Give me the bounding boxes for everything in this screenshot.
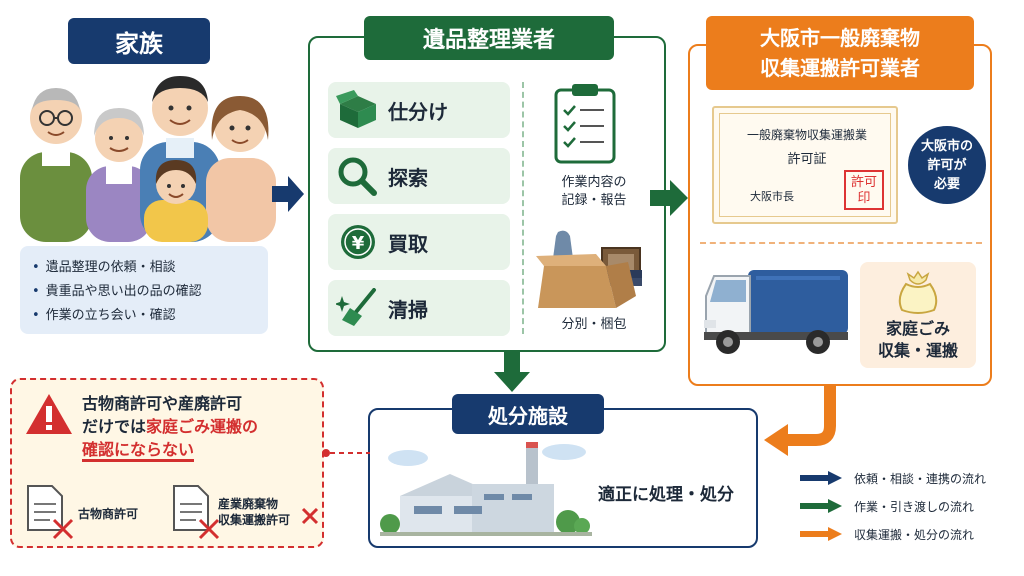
industrial-waste-license-line: 収集運搬許可 <box>218 513 291 527</box>
badge-line: 必要 <box>933 177 960 192</box>
warning-line: だけでは家庭ごみ運搬の <box>82 415 318 438</box>
industrial-waste-license-document-icon <box>173 485 220 540</box>
stamp-line: 印 <box>857 191 871 206</box>
svg-text:¥: ¥ <box>352 233 365 254</box>
household-waste-card: 家庭ごみ 収集・運搬 <box>860 262 976 368</box>
collector-divider <box>700 242 982 244</box>
warning-triangle-icon <box>26 394 72 434</box>
box-icon <box>336 90 376 128</box>
dealer-to-disposal-arrow <box>494 350 530 392</box>
legend-label: 作業・引き渡しの流れ <box>854 499 975 514</box>
task-label: 清掃 <box>388 297 428 322</box>
legend-item-work: 作業・引き渡しの流れ <box>800 496 1020 516</box>
cross-mark-icon <box>301 507 319 525</box>
warning-line: 古物商許可や産廃許可 <box>82 394 243 413</box>
dealer-title: 遺品整理業者 <box>364 16 614 60</box>
mother-figure <box>206 96 276 242</box>
task-label: 仕分け <box>388 99 448 124</box>
record-report-line: 記録・報告 <box>561 193 627 208</box>
badge-line: 大阪市の <box>920 139 973 154</box>
osaka-permit-required-badge: 大阪市の 許可が 必要 <box>908 126 986 204</box>
antique-license-label: 古物商許可 <box>78 507 139 521</box>
legend-label: 依頼・相談・連携の流れ <box>854 471 987 486</box>
warning-line: 確認にならない <box>82 438 318 462</box>
record-report-line: 作業内容の <box>561 175 627 190</box>
permit-certificate: 一般廃棄物収集運搬業 許可証 大阪市長 許可 印 <box>712 106 898 224</box>
household-waste-label: 家庭ごみ 収集・運搬 <box>860 318 976 362</box>
household-waste-line: 家庭ごみ <box>885 319 950 338</box>
warning-emphasis-text: 家庭ごみ運搬の <box>146 417 259 436</box>
collector-title: 大阪市一般廃棄物 収集運搬許可業者 <box>706 16 974 90</box>
family-role-list: 遺品整理の依頼・相談 貴重品や思い出の品の確認 作業の立ち会い・確認 <box>20 246 268 334</box>
dealer-to-collector-arrow <box>650 180 688 216</box>
family-role-item: 貴重品や思い出の品の確認 <box>32 280 256 304</box>
certificate-issuer: 大阪市長 <box>750 190 794 203</box>
legend-arrow-icon <box>800 471 842 485</box>
task-purchase: ¥ 買取 <box>328 214 510 270</box>
legend-arrow-icon <box>800 499 842 513</box>
legend-item-collection: 収集運搬・処分の流れ <box>800 524 1020 544</box>
household-waste-line: 収集・運搬 <box>877 341 958 360</box>
family-to-dealer-arrow <box>272 176 304 212</box>
industrial-waste-license-line: 産業廃棄物 <box>218 497 279 511</box>
task-label: 買取 <box>388 231 428 256</box>
collector-title-line: 大阪市一般廃棄物 <box>760 26 920 50</box>
disposal-facility-icon <box>380 442 592 536</box>
task-sorting: 仕分け <box>328 82 510 138</box>
stamp-line: 許可 <box>850 175 877 190</box>
antique-license-document-icon <box>27 485 74 540</box>
certificate-subheading: 許可証 <box>787 152 827 167</box>
legend-item-consultation: 依頼・相談・連携の流れ <box>800 468 1020 488</box>
warning-plain-text: だけでは <box>82 417 147 436</box>
grandfather-figure <box>20 88 92 242</box>
broom-icon <box>336 288 376 326</box>
family-illustration <box>20 76 276 242</box>
industrial-waste-license-label: 産業廃棄物 収集運搬許可 <box>218 496 290 528</box>
task-label: 探索 <box>388 165 428 190</box>
record-report-label: 作業内容の 記録・報告 <box>532 174 656 210</box>
task-search: 探索 <box>328 148 510 204</box>
permit-stamp: 許可 印 <box>844 170 884 210</box>
sort-pack-label: 分別・梱包 <box>561 317 627 332</box>
warning-message: 古物商許可や産廃許可 だけでは家庭ごみ運搬の 確認にならない <box>82 392 318 462</box>
child-figure <box>144 160 208 242</box>
checklist-icon <box>554 84 616 164</box>
collector-to-disposal-arrow <box>764 384 836 456</box>
warning-emphasis-text: 確認にならない <box>82 440 195 462</box>
warning-connector <box>322 449 370 457</box>
certificate-heading: 一般廃棄物収集運搬業 <box>746 128 867 142</box>
magnifier-icon <box>338 157 377 196</box>
grandmother-figure <box>86 108 152 242</box>
collector-title-line: 収集運搬許可業者 <box>760 56 920 80</box>
yen-coin-icon: ¥ <box>341 225 375 259</box>
family-role-item: 作業の立ち会い・確認 <box>32 304 256 328</box>
garbage-truck-icon <box>704 270 848 354</box>
cardboard-box-icon <box>536 230 642 308</box>
legend-arrow-icon <box>800 527 842 541</box>
garbage-bag-icon <box>898 270 938 314</box>
disposal-title: 処分施設 <box>452 394 604 434</box>
legend-label: 収集運搬・処分の流れ <box>854 527 975 542</box>
badge-line: 許可が <box>927 158 967 173</box>
family-role-item: 遺品整理の依頼・相談 <box>32 256 256 280</box>
disposal-description: 適正に処理・処分 <box>598 485 734 505</box>
dealer-divider <box>522 82 524 334</box>
family-title: 家族 <box>68 18 210 64</box>
task-cleaning: 清掃 <box>328 280 510 336</box>
